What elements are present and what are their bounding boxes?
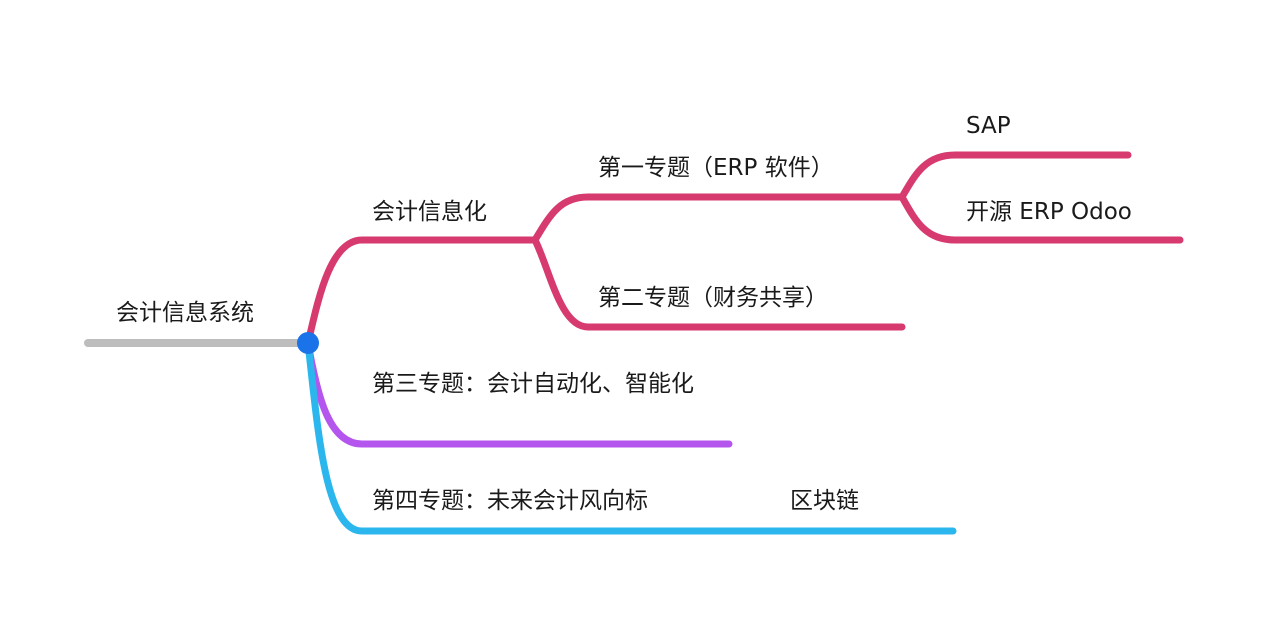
root-topic[interactable]: 会计信息系统 [116, 300, 254, 326]
topic1-line [531, 193, 906, 244]
topic4-future[interactable]: 第四专题：未来会计风向标 [372, 488, 648, 514]
branch-kuaiji-xinxihua-line [304, 236, 539, 347]
topic4-line [304, 339, 957, 535]
root-node-dot[interactable] [297, 332, 319, 354]
topic4-item-blockchain[interactable]: 区块链 [790, 488, 859, 514]
topic2-line [531, 236, 906, 331]
odoo-line [898, 193, 1184, 244]
topic1-item-odoo[interactable]: 开源 ERP Odoo [966, 199, 1132, 225]
topic1-item-sap[interactable]: SAP [966, 113, 1011, 139]
branch-kuaiji-xinxihua[interactable]: 会计信息化 [372, 199, 487, 225]
topic3-automation[interactable]: 第三专题：会计自动化、智能化 [372, 371, 694, 397]
topic1-erp[interactable]: 第一专题（ERP 软件） [598, 155, 834, 181]
sap-line [898, 151, 1132, 201]
topic2-finance-sharing[interactable]: 第二专题（财务共享） [598, 285, 828, 311]
